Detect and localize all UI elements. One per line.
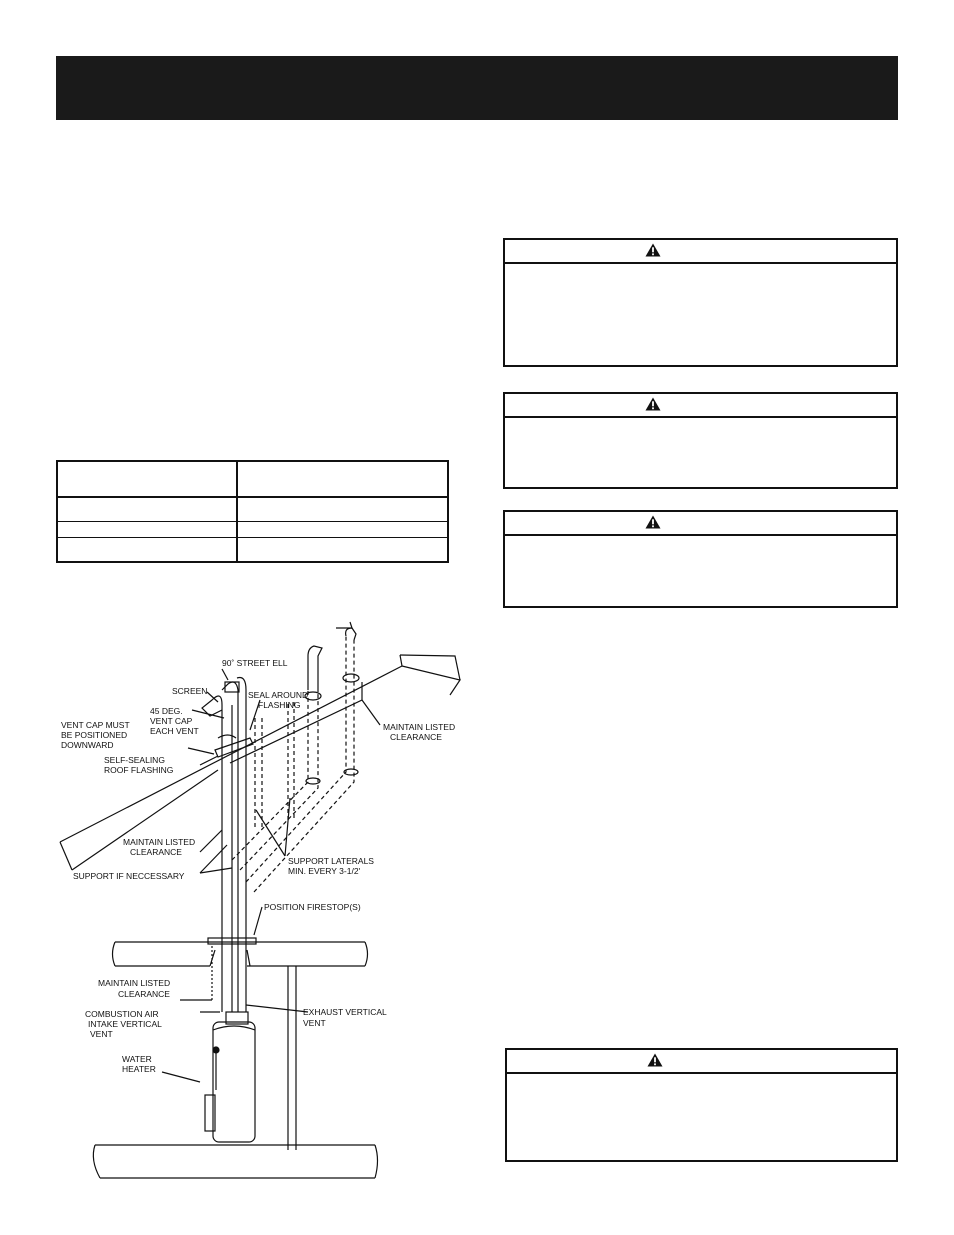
warning-header [505,512,896,536]
table-row [56,496,449,522]
warning-triangle-icon [645,515,661,529]
warning-header [505,240,896,264]
label-combustion-air: COMBUSTION AIR [85,1009,159,1019]
water-heater-tank [212,1021,256,1143]
label-water-heater: WATER [122,1054,152,1064]
warning-box-1 [503,238,898,367]
label-maintain-roof: MAINTAIN LISTED [383,722,455,732]
label-combustion-air: INTAKE VERTICAL [88,1019,162,1029]
label-support-if: SUPPORT IF NECCESSARY [73,871,185,881]
label-support-laterals: MIN. EVERY 3-1/2' [288,866,361,876]
label-self-sealing: SELF-SEALING [104,755,165,765]
table-header-row [56,460,449,498]
label-maintain-low: MAINTAIN LISTED [98,978,170,988]
label-self-sealing: ROOF FLASHING [104,765,173,775]
label-maintain-roof: CLEARANCE [390,732,442,742]
table-cell [56,460,238,498]
table-cell [236,520,449,539]
label-firestop: POSITION FIRESTOP(S) [264,902,361,912]
roof-flashing [214,737,254,758]
venting-diagram: 90˚ STREET ELL SCREEN SEAL AROUND FLASHI… [59,621,461,1179]
table-cell [236,460,449,498]
roof-line-lower [71,769,219,871]
warning-box-4 [505,1048,898,1162]
table-cell [236,537,449,563]
table-cell [236,496,449,522]
label-flashing: FLASHING [258,700,301,710]
label-vent-cap-deg: EACH VENT [150,726,199,736]
label-maintain-low: CLEARANCE [118,989,170,999]
table-row [56,520,449,539]
label-support-laterals: SUPPORT LATERALS [288,856,374,866]
header-bar [56,56,898,120]
label-vent-cap-must: BE POSITIONED [61,730,127,740]
warning-header [505,394,896,418]
table-cell [56,537,238,563]
label-combustion-air: VENT [90,1029,113,1039]
label-screen: SCREEN [172,686,207,696]
lateral-vent-runs [231,636,355,893]
roof-line [59,665,403,843]
label-street-ell: 90˚ STREET ELL [222,658,288,668]
warning-triangle-icon [645,243,661,257]
label-vent-cap-must: DOWNWARD [61,740,114,750]
label-exhaust-vent: VENT [303,1018,326,1028]
label-vent-cap-must: VENT CAP MUST [61,720,130,730]
label-vent-cap-deg: 45 DEG. [150,706,183,716]
label-maintain-mid: CLEARANCE [130,847,182,857]
label-maintain-mid: MAINTAIN LISTED [123,837,195,847]
warning-box-2 [503,392,898,489]
warning-header [507,1050,896,1074]
firestop-plate [207,937,257,945]
warning-box-3 [503,510,898,608]
table-row [56,537,449,563]
table-cell [56,496,238,522]
label-vent-cap-deg: VENT CAP [150,716,193,726]
warning-triangle-icon [645,397,661,411]
warning-triangle-icon [647,1053,663,1067]
table-cell [56,520,238,539]
vent-table [56,460,449,563]
label-exhaust-vent: EXHAUST VERTICAL [303,1007,387,1017]
label-water-heater: HEATER [122,1064,156,1074]
label-seal-around: SEAL AROUND [248,690,308,700]
